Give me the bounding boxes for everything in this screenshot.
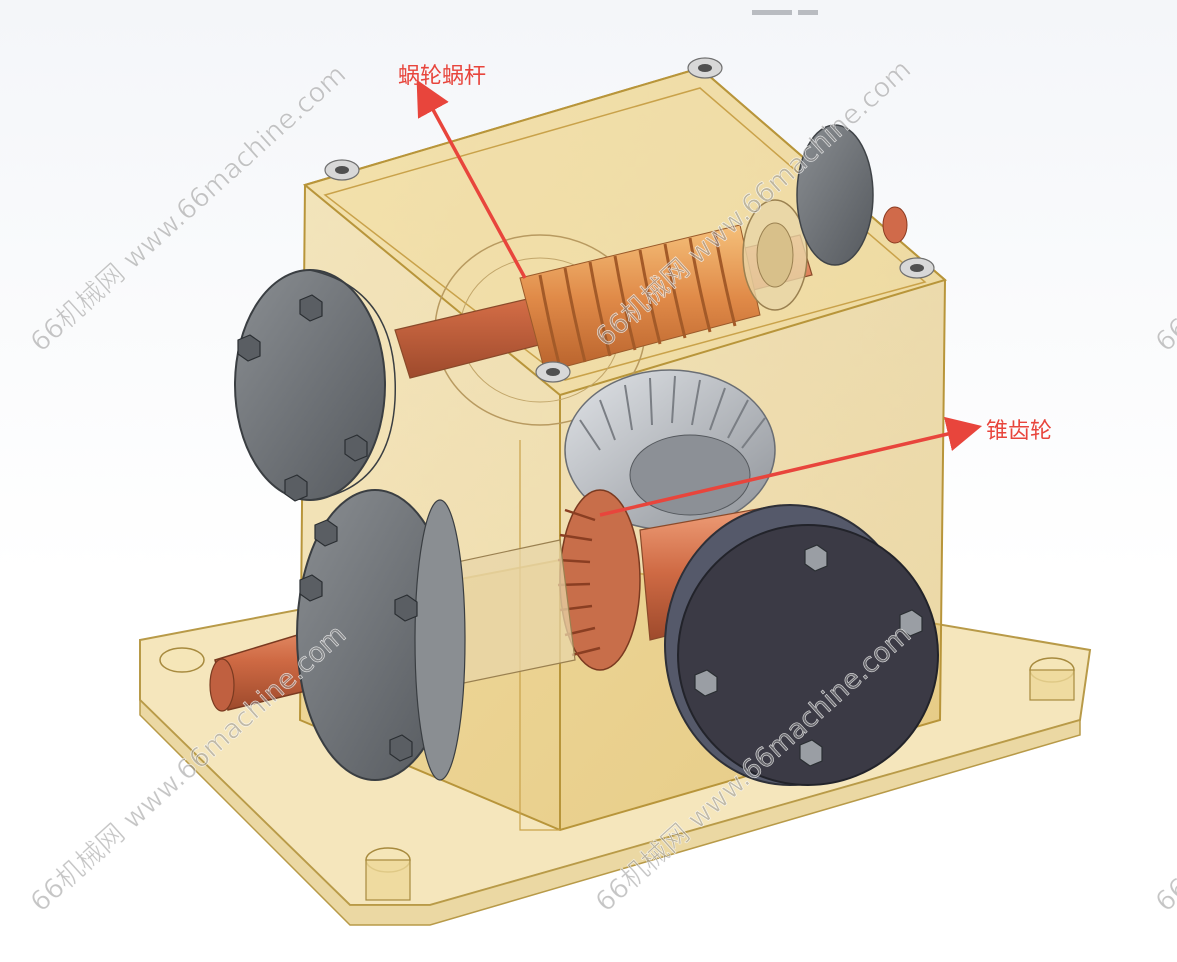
worm-callout-arrow: [416, 79, 527, 279]
left-lower-flange: [296, 489, 466, 781]
bevel-gear-large: [564, 369, 776, 531]
worm-gear-label: 蜗轮蜗杆: [398, 64, 487, 89]
left-upper-flange: [234, 269, 396, 502]
rear-flange: [796, 124, 908, 266]
front-right-flange: [664, 504, 939, 786]
worm-shaft: [394, 199, 813, 379]
bevel-gear-label: 锥齿轮: [986, 419, 1053, 444]
bevel-gear-small: [557, 489, 641, 671]
base-hole-left: [159, 647, 205, 673]
housing-bolts: [324, 57, 935, 383]
viewport-toolbar-stub: [752, 0, 842, 15]
callout-arrows: [416, 79, 983, 517]
bevel-callout-arrow: [599, 416, 983, 517]
